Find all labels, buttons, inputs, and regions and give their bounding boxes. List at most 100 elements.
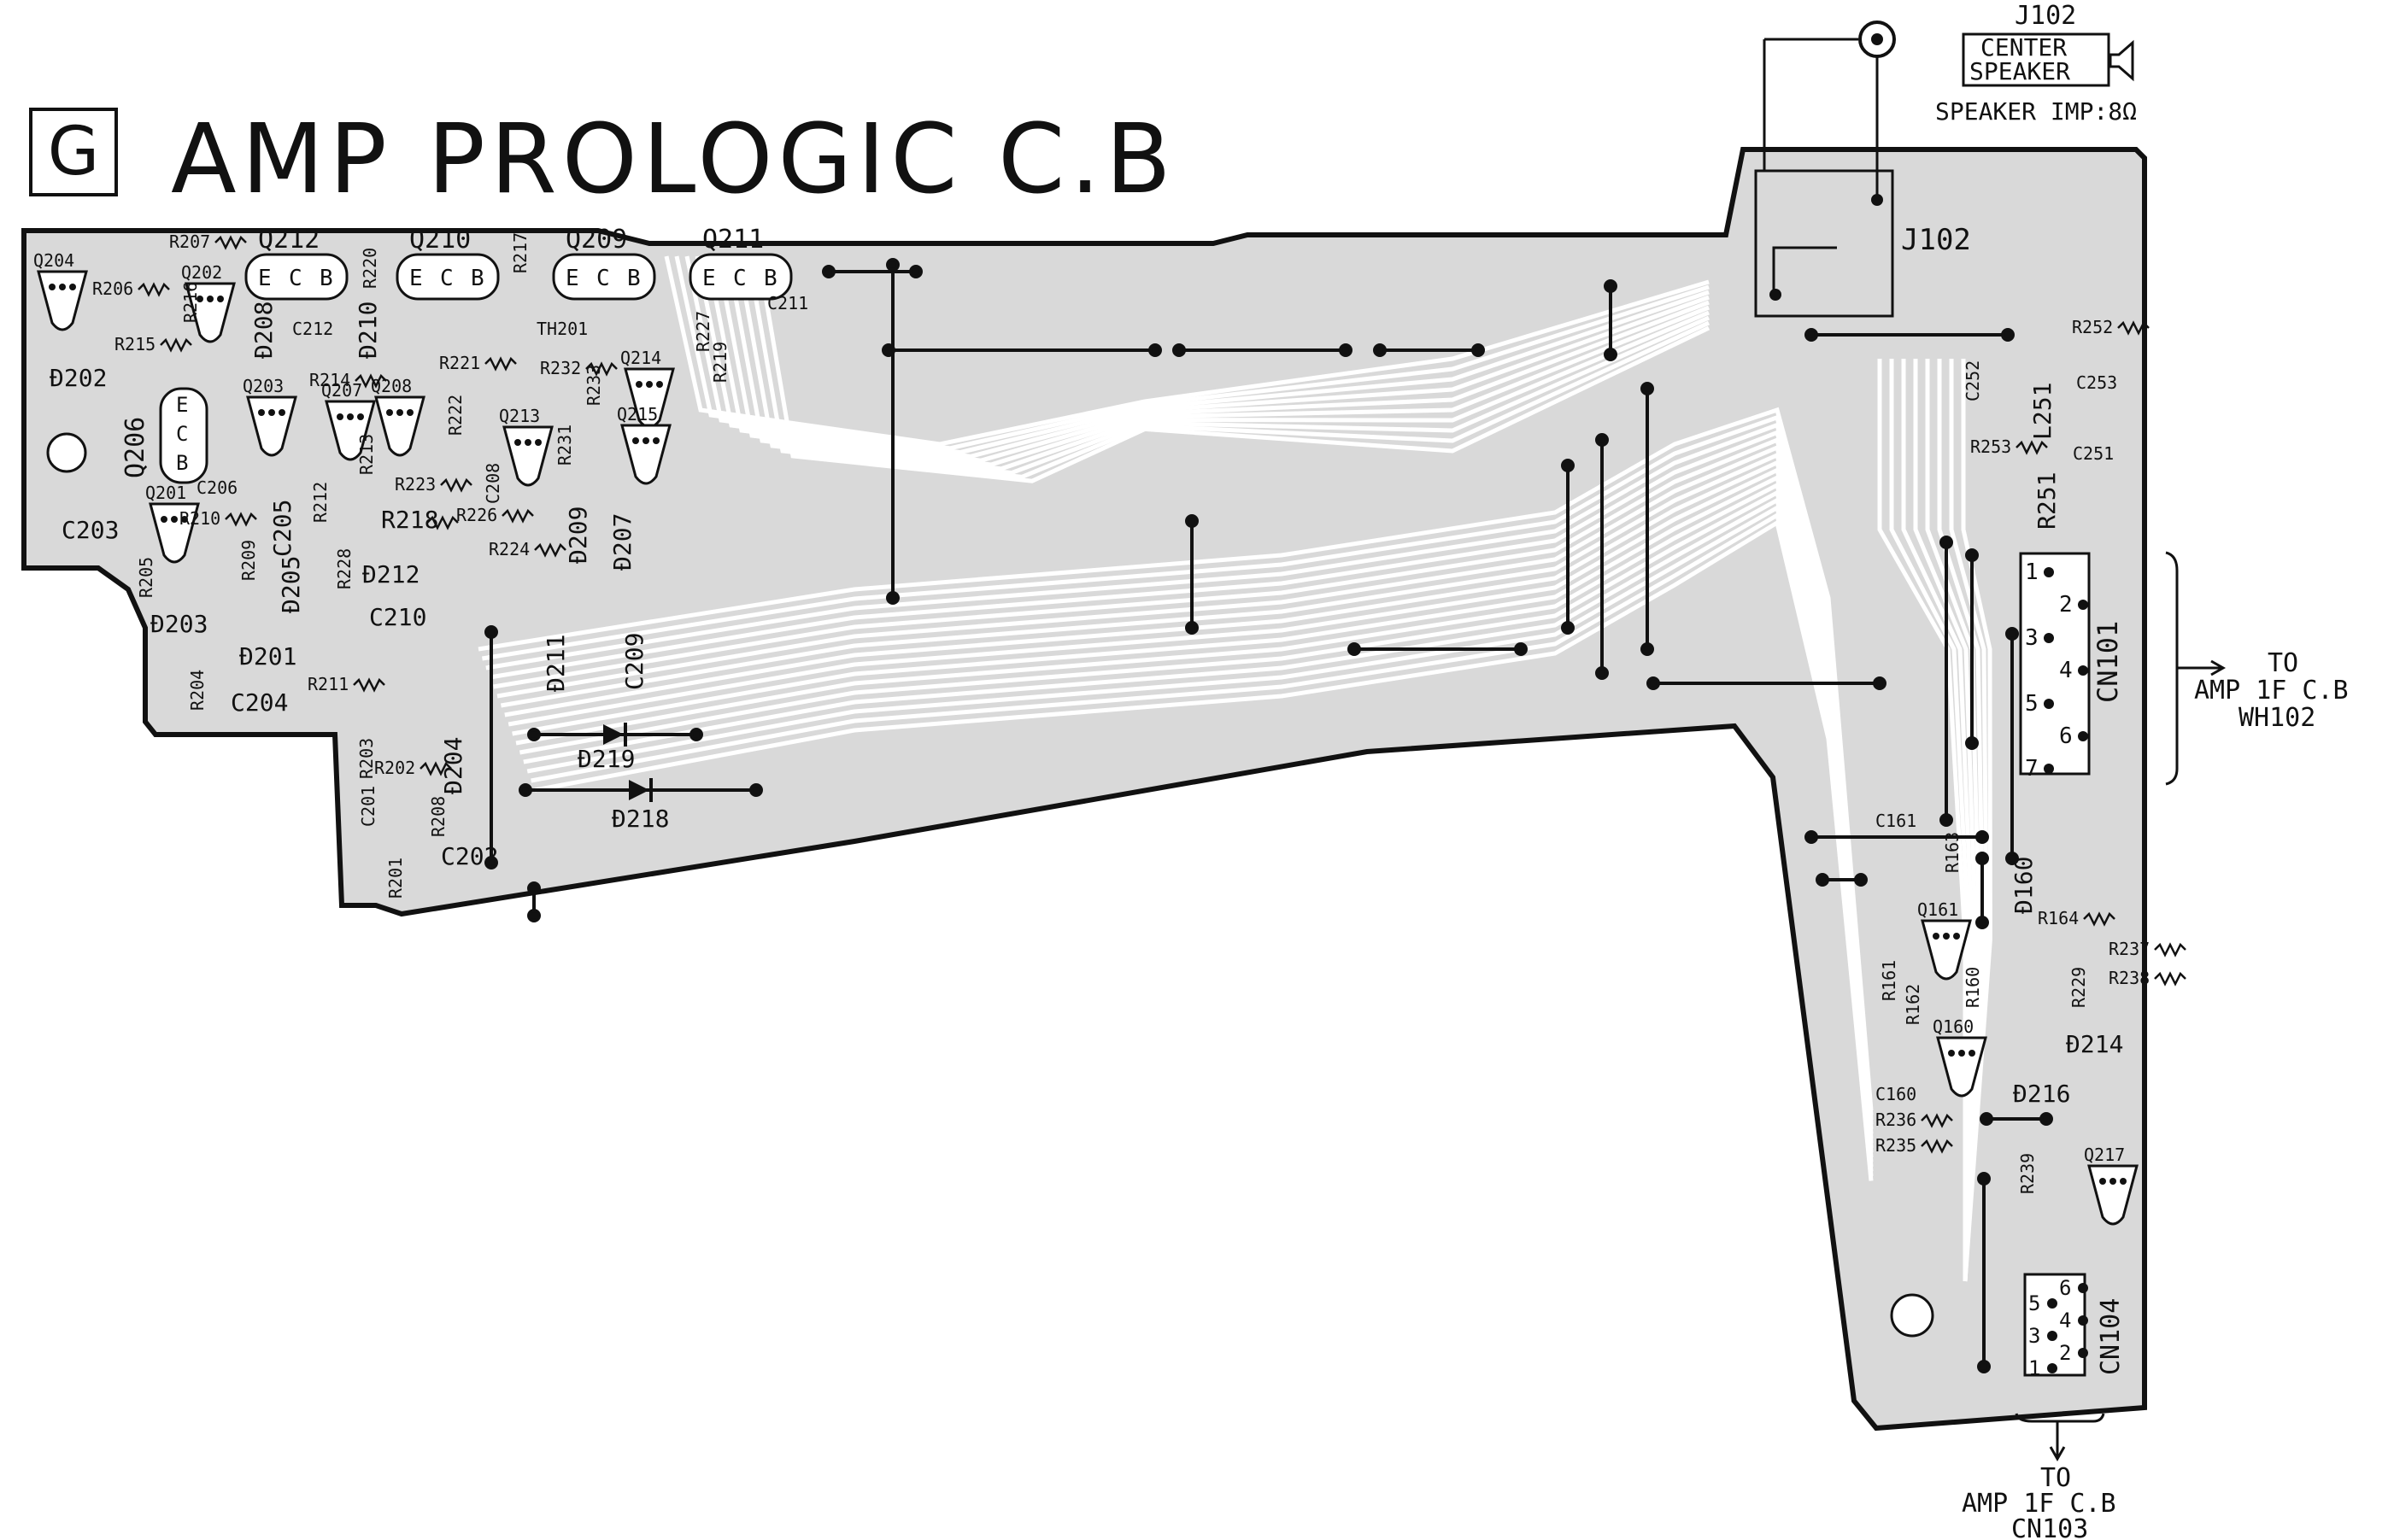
ref-label-r214: R214 [309, 370, 350, 390]
ref-label-ð214: Ð214 [2066, 1030, 2123, 1058]
transistor-ref: Q210 [409, 225, 471, 255]
ref-label-r211: R211 [308, 674, 349, 694]
ref-label-r205: R205 [136, 557, 156, 598]
ref-label-r161: R161 [1879, 960, 1899, 1001]
ref-label-r237: R237 [2109, 939, 2150, 959]
ref-label-c251: C251 [2073, 443, 2114, 464]
transistor-q208: Q208 [371, 376, 425, 457]
cn101-pin-label: 4 [2059, 658, 2073, 683]
wire-pad [2005, 627, 2019, 641]
wire-pad [1561, 459, 1575, 472]
transistor-ref: Q214 [620, 348, 661, 368]
wire-pad [1595, 666, 1609, 680]
diode-symbol [629, 780, 649, 800]
ref-label-c203: C203 [62, 516, 119, 544]
transistor-pad [514, 439, 521, 446]
wire-pad [1373, 343, 1387, 357]
transistor-pad [197, 296, 203, 302]
wire-pad [1148, 343, 1162, 357]
cn104-pin-pad [2047, 1331, 2057, 1341]
ref-label-ð216: Ð216 [2013, 1080, 2070, 1108]
transistor-ref: Q211 [702, 225, 764, 255]
ref-label-c204: C204 [231, 688, 288, 717]
ref-label-c205: C205 [268, 500, 296, 557]
transistor-ref: Q201 [145, 483, 186, 503]
ref-label-c211: C211 [767, 293, 808, 313]
cn101-pin-pad [2044, 764, 2054, 774]
wire-pad [886, 258, 900, 272]
cn104-pin-pad [2078, 1283, 2088, 1293]
resistor-symbol [484, 356, 517, 372]
board-title: AMP PROLOGIC C.B [171, 104, 1176, 215]
ref-label-r253: R253 [1970, 436, 2011, 457]
copper-trace [684, 255, 1710, 455]
ref-label-ð207: Ð207 [608, 513, 637, 571]
copper-trace [515, 482, 1874, 1158]
ref-label-r162: R162 [1903, 984, 1923, 1025]
wire-pad [886, 591, 900, 605]
cn101-to: TO [2268, 648, 2298, 678]
ref-label-ð208: Ð208 [249, 302, 278, 359]
mounting-hole [1890, 1293, 1934, 1338]
copper-trace [504, 460, 1874, 1144]
resistor-symbol [1921, 1113, 1953, 1128]
transistor-pad [2099, 1178, 2106, 1185]
transistor-pad [171, 516, 178, 523]
ref-label-r160: R160 [1963, 967, 1983, 1008]
wire-pad [1975, 916, 1989, 929]
transistor-body [396, 253, 500, 301]
transistor-q201: Q201 [145, 483, 200, 564]
transistor-pad [653, 437, 660, 444]
ref-label-r224: R224 [489, 539, 530, 559]
ref-label-c209: C209 [620, 633, 648, 690]
j102-jack [1754, 20, 1896, 318]
resistor-symbol [426, 515, 459, 530]
wire-pad [1975, 830, 1989, 844]
transistor-pad [207, 296, 214, 302]
cn101-pin-pad [2044, 567, 2054, 577]
ref-label-r252: R252 [2072, 317, 2113, 337]
transistor-ref: Q208 [371, 376, 412, 396]
ref-label-r213: R213 [356, 434, 377, 475]
cn101-pin-label: 6 [2059, 723, 2073, 749]
ref-label-r217: R217 [510, 232, 531, 273]
transistor-pad [1953, 933, 1960, 940]
copper-trace [489, 430, 1874, 1125]
resistor-symbol [1921, 1139, 1953, 1154]
transistor-pad [636, 381, 643, 388]
j102-ref: J102 [2015, 1, 2076, 31]
transistor-ref: Q203 [243, 376, 284, 396]
ref-label-r231: R231 [554, 425, 575, 466]
wire-pad [1977, 1360, 1991, 1373]
resistor-symbol [2154, 971, 2186, 987]
transistor-pin-label: C [440, 266, 454, 291]
ref-label-r239: R239 [2017, 1153, 2038, 1194]
transistor-body [552, 253, 656, 301]
cn101-pin-label: 7 [2025, 756, 2039, 782]
ref-label-r232: R232 [540, 358, 581, 378]
copper-trace [493, 436, 1874, 1130]
resistor-symbol [214, 235, 247, 250]
copper-trace [496, 444, 1874, 1134]
ref-label-c212: C212 [292, 319, 333, 339]
wire-pad [1965, 548, 1979, 562]
mounting-hole [46, 432, 87, 473]
wire-pad [689, 728, 703, 741]
ref-label-r236: R236 [1875, 1110, 1916, 1130]
wire-pad [1347, 642, 1361, 656]
transistor-pad [49, 284, 56, 290]
cn104-pin-pad [2078, 1348, 2088, 1358]
transistor-pad [1933, 933, 1939, 940]
transistor-pad [386, 409, 393, 416]
ref-label-ð219: Ð219 [578, 745, 635, 773]
ref-label-r221: R221 [439, 353, 480, 373]
transistor-q207: Q207 [321, 380, 376, 461]
transistor-pin-label: E [258, 266, 272, 291]
resistor-symbol [160, 337, 192, 353]
wire-pad [1804, 830, 1818, 844]
